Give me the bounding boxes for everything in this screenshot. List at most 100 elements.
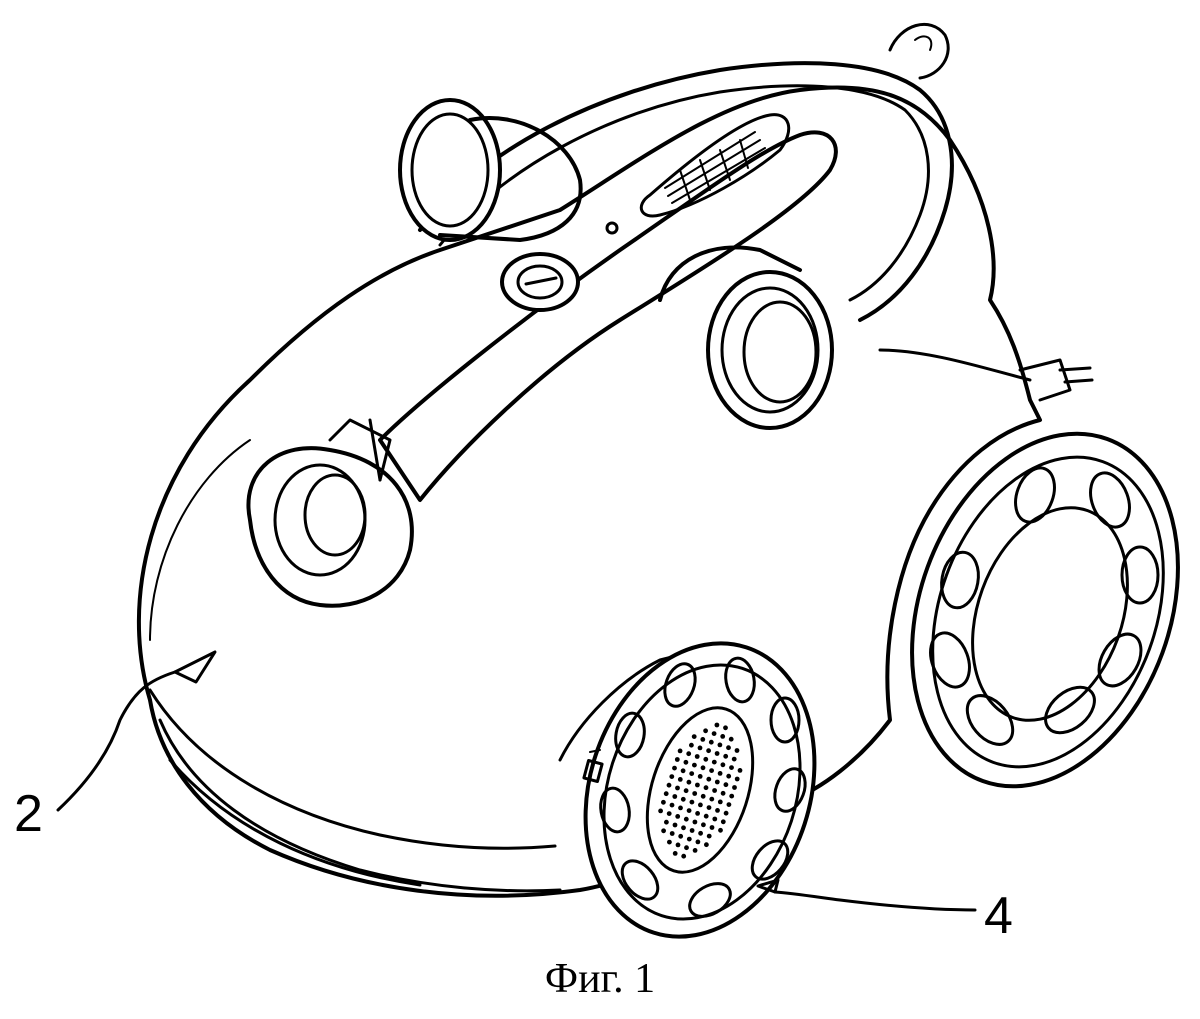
grille-hole	[692, 762, 697, 768]
grille-hole	[692, 848, 698, 853]
grille-hole	[695, 782, 700, 788]
grille-hole	[666, 782, 672, 788]
grille-hole	[658, 808, 663, 814]
grille-hole	[661, 828, 666, 834]
grille-hole	[694, 754, 700, 759]
grille-hole	[723, 753, 729, 759]
grille-hole	[689, 742, 694, 748]
grille-hole	[732, 785, 737, 790]
reference-numeral-housing: 2	[14, 785, 43, 843]
grille-hole	[720, 762, 726, 768]
grille-hole	[714, 722, 720, 728]
grille-hole	[706, 776, 712, 782]
grille-hole	[720, 734, 726, 739]
grille-hole	[700, 793, 706, 799]
grille-hole	[714, 779, 720, 785]
control-panel	[378, 113, 838, 502]
grille-hole	[698, 830, 703, 836]
grille-hole	[697, 774, 703, 779]
grille-hole	[686, 836, 692, 842]
grille-hole	[678, 833, 684, 839]
grille-hole	[737, 768, 743, 773]
grille-hole	[669, 831, 675, 836]
grille-hole	[703, 756, 709, 762]
grille-hole	[683, 816, 689, 822]
grille-hole	[717, 799, 723, 805]
grille-hole	[712, 816, 718, 822]
grille-hole	[678, 805, 683, 811]
grille-hole	[689, 828, 695, 833]
grille-hole	[720, 790, 726, 796]
grille-hole	[689, 771, 695, 776]
grille-hole	[680, 768, 686, 774]
grille-hole	[675, 842, 681, 848]
grille-hole	[718, 827, 723, 833]
right-cylinder	[658, 245, 834, 430]
grille-hole	[729, 765, 734, 770]
grille-hole	[714, 751, 720, 756]
grille-hole	[723, 782, 729, 788]
grille-hole	[698, 802, 703, 808]
grille-hole	[706, 805, 712, 810]
housing-body	[136, 85, 1042, 898]
grille-hole	[726, 802, 732, 807]
grille-hole	[708, 739, 714, 745]
rear-wheel	[910, 431, 1180, 789]
leader-arrow-2	[56, 650, 217, 812]
grille-hole	[706, 748, 711, 754]
grille-hole	[720, 819, 726, 825]
grille-hole	[731, 756, 737, 762]
grille-hole	[674, 757, 680, 762]
grille-hole	[701, 822, 706, 828]
grille-hole	[680, 796, 686, 802]
front-wheel-grille	[658, 722, 743, 859]
grille-hole	[692, 791, 698, 796]
reference-numeral-front-wheel: 4	[984, 887, 1013, 945]
grille-hole	[712, 788, 717, 793]
grille-hole	[661, 799, 666, 805]
grille-hole	[734, 776, 740, 782]
grille-hole	[663, 791, 669, 797]
grille-hole	[697, 745, 703, 751]
grille-hole	[686, 751, 692, 757]
grille-hole	[686, 808, 692, 813]
grille-hole	[686, 779, 692, 785]
grille-hole	[664, 819, 669, 825]
grille-hole	[675, 785, 680, 791]
grille-hole	[729, 793, 735, 799]
grille-hole	[691, 734, 697, 739]
grille-hole	[684, 845, 689, 851]
grille-hole	[728, 736, 734, 742]
grille-hole	[667, 839, 672, 845]
grille-hole	[669, 802, 675, 808]
grille-hole	[692, 819, 698, 825]
grille-hole	[675, 814, 681, 819]
grille-hole	[695, 839, 701, 845]
grille-hole	[683, 759, 689, 765]
power-cord	[878, 348, 1094, 402]
leader-arrow-4	[756, 878, 977, 912]
grille-hole	[726, 773, 732, 779]
grille-hole	[703, 728, 708, 734]
grille-hole	[666, 811, 672, 816]
grille-hole	[726, 745, 731, 751]
grille-hole	[709, 768, 714, 773]
grille-hole	[672, 765, 677, 771]
grille-hole	[704, 842, 709, 848]
grille-hole	[672, 851, 678, 856]
rewind-button	[246, 418, 414, 608]
grille-hole	[669, 774, 675, 779]
grille-hole	[681, 825, 686, 831]
grille-hole	[711, 731, 717, 736]
grille-hole	[700, 765, 706, 771]
grille-hole	[715, 808, 720, 813]
grille-hole	[677, 748, 683, 754]
grille-hole	[709, 825, 715, 830]
grille-hole	[677, 777, 683, 782]
grille-hole	[703, 813, 709, 819]
grille-hole	[723, 810, 729, 816]
left-cylinder	[398, 98, 583, 242]
grille-hole	[683, 788, 689, 794]
grille-hole	[717, 742, 723, 748]
